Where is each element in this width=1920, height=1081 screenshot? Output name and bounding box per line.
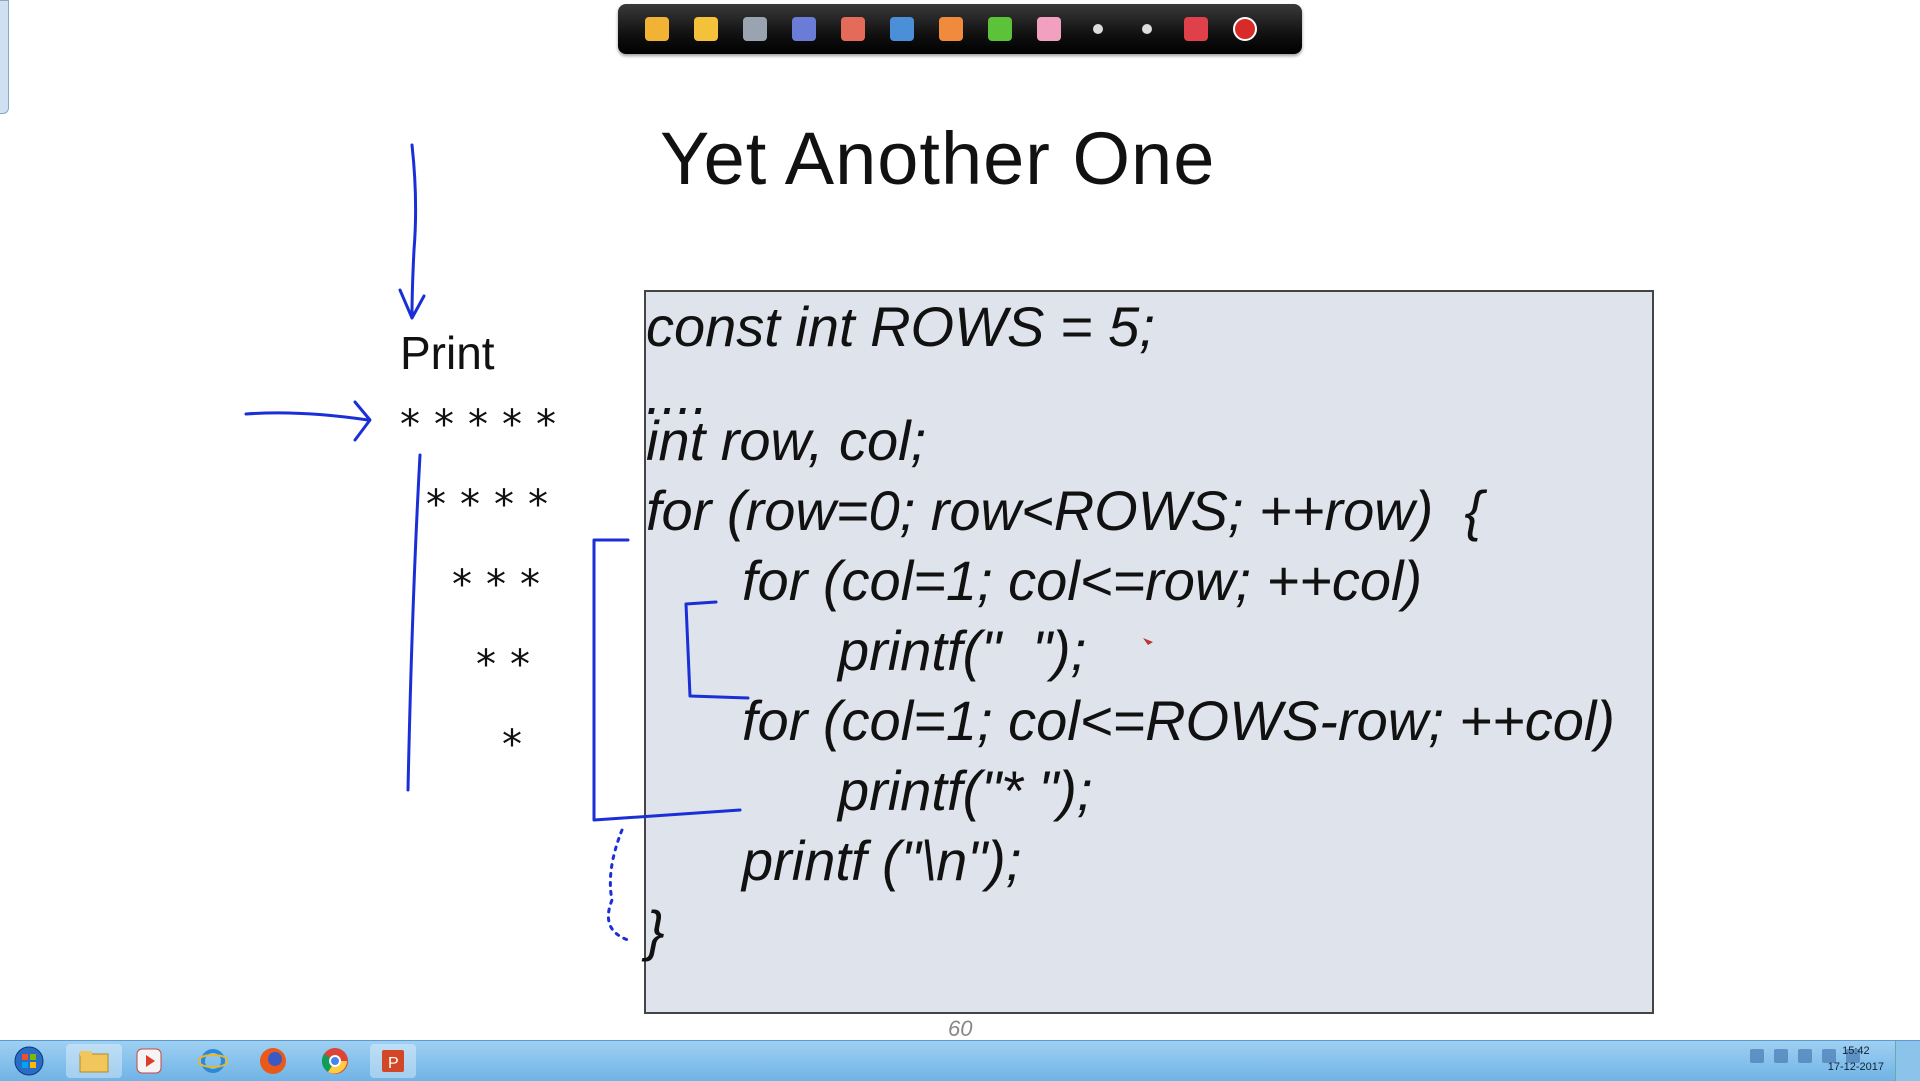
code-line-6: printf(" "); — [838, 619, 1087, 682]
outer-loop-bracket — [592, 538, 742, 822]
code-line-8: printf("* "); — [838, 759, 1093, 822]
color-palette-icon[interactable] — [1171, 9, 1220, 49]
screen-icon[interactable] — [877, 9, 926, 49]
chrome-icon[interactable] — [312, 1044, 358, 1078]
right-arrow-stroke — [244, 411, 370, 422]
start-orb-icon[interactable] — [6, 1044, 52, 1078]
eraser-icon[interactable] — [1024, 9, 1073, 49]
clock-date: 17-12-2017 — [1827, 1061, 1884, 1073]
star-row-4: ** — [476, 642, 544, 688]
code-line-2: .... — [646, 363, 709, 426]
code-line-9: printf ("\n"); — [742, 829, 1022, 892]
clock-time: 15:42 — [1842, 1045, 1870, 1057]
down-arrow-head — [398, 288, 426, 320]
inner-loop-bracket — [684, 600, 750, 700]
star-row-1: ***** — [400, 402, 570, 448]
pen-icon[interactable] — [779, 9, 828, 49]
network-icon[interactable] — [1798, 1049, 1812, 1063]
mouse-cursor — [1143, 638, 1153, 645]
powerpoint-icon[interactable]: P — [370, 1044, 416, 1078]
arrow-icon[interactable] — [632, 9, 681, 49]
slide-title: Yet Another One — [660, 117, 1216, 200]
code-line-10: } — [646, 899, 665, 962]
tray-icon-1[interactable] — [1750, 1049, 1764, 1063]
internet-explorer-icon[interactable] — [190, 1044, 236, 1078]
side-panel-tab[interactable] — [0, 0, 9, 114]
code-line-1: const int ROWS = 5; — [646, 295, 1155, 358]
media-player-icon[interactable] — [126, 1044, 172, 1078]
code-line-4: for (row=0; row<ROWS; ++row) { — [646, 479, 1484, 542]
page-number: 60 — [948, 1016, 973, 1041]
clock[interactable]: 15:42 17-12-2017 — [1828, 1043, 1884, 1075]
stop-icon[interactable] — [1220, 9, 1269, 49]
left-vertical-bracket — [406, 453, 422, 792]
show-desktop-button[interactable] — [1895, 1041, 1920, 1081]
print-label: Print — [400, 327, 495, 379]
code-line-5: for (col=1; col<=row; ++col) — [742, 549, 1423, 612]
ink-annotations — [244, 143, 1153, 942]
down-arrow-stroke — [410, 143, 418, 317]
svg-text:P: P — [388, 1055, 399, 1072]
tray-icon-2[interactable] — [1774, 1049, 1788, 1063]
code-box: const int ROWS = 5; .... int row, col; f… — [644, 290, 1654, 1014]
folder-icon[interactable] — [681, 9, 730, 49]
star-row-3: *** — [452, 562, 554, 608]
volume-icon[interactable] — [1822, 1049, 1836, 1063]
marker-icon[interactable] — [975, 9, 1024, 49]
firefox-icon[interactable] — [250, 1044, 296, 1078]
taskbar: P 15:42 17-12-2017 — [0, 1040, 1920, 1081]
system-tray — [1750, 1049, 1860, 1063]
code-line-3: int row, col; — [646, 409, 927, 472]
pointer-icon[interactable] — [1073, 9, 1122, 49]
star-row-5: * — [502, 722, 536, 768]
power-icon[interactable] — [1846, 1049, 1860, 1063]
highlighter-icon[interactable] — [828, 9, 877, 49]
star-row-2: **** — [426, 482, 562, 528]
dots-icon[interactable] — [1122, 9, 1171, 49]
pencil-icon[interactable] — [926, 9, 975, 49]
save-icon[interactable] — [730, 9, 779, 49]
scribble — [607, 828, 630, 942]
code-line-7: for (col=1; col<=ROWS-row; ++col) — [742, 689, 1615, 752]
pen-toolbar — [618, 4, 1302, 54]
right-arrow-head — [353, 400, 372, 442]
file-explorer-icon[interactable] — [66, 1044, 122, 1078]
